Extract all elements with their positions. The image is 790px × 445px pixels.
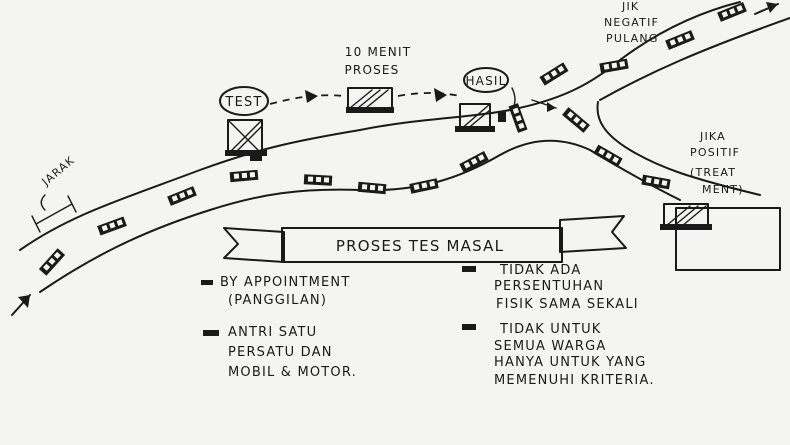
legend-criteria-line1: TIDAK UNTUK: [499, 322, 602, 337]
legend-criteria-line3: HANYA UNTUK YANG: [494, 355, 647, 370]
legend-appointment-line2: (PANGGILAN): [228, 293, 327, 308]
test-station: TEST: [219, 86, 269, 161]
legend-item-appointment: BY APPOINTMENT (PANGGILAN): [201, 275, 350, 308]
vehicle: [593, 144, 623, 168]
legend-queue-line1: ANTRI SATU: [228, 325, 317, 340]
vehicle: [229, 169, 259, 183]
legend-criteria-line2: SEMUA WARGA: [494, 339, 606, 354]
vehicle: [599, 58, 629, 74]
legend-no-contact-line1: TIDAK ADA: [499, 263, 581, 278]
legend-appointment-line1: BY APPOINTMENT: [220, 275, 350, 290]
vehicle: [303, 174, 333, 186]
legend-item-queue: ANTRI SATU PERSATU DAN MOBIL & MOTOR.: [203, 325, 357, 380]
label-jarak: JARAK: [39, 154, 78, 189]
label-positif-line1: JIKA: [699, 130, 726, 143]
vehicle: [459, 151, 489, 173]
label-test: TEST: [224, 95, 262, 110]
vehicle: [38, 248, 66, 276]
legend: BY APPOINTMENT (PANGGILAN) ANTRI SATU PE…: [201, 263, 655, 388]
label-hasil: HASIL: [465, 74, 506, 88]
result-station: HASIL: [455, 67, 557, 132]
banner-title: PROSES TES MASAL: [336, 237, 504, 255]
vehicle: [97, 216, 127, 236]
vehicle: [665, 30, 695, 50]
label-negatif-line3: PULANG: [606, 32, 659, 45]
process-flow: [269, 88, 461, 105]
label-menit-line2: PROSES: [344, 63, 399, 77]
vehicle: [539, 62, 569, 86]
label-positif-line2: POSITIF: [690, 146, 740, 159]
vehicle: [409, 178, 439, 194]
label-positif-line4: MENT): [702, 183, 744, 196]
label-negatif-line1: JIK: [621, 0, 639, 13]
vehicle-queue: [38, 2, 747, 276]
vehicle: [167, 186, 197, 206]
legend-queue-line3: MOBIL & MOTOR.: [228, 365, 357, 380]
legend-item-criteria: TIDAK UNTUK SEMUA WARGA HANYA UNTUK YANG…: [462, 322, 655, 388]
label-negatif-line2: NEGATIF: [604, 16, 659, 29]
vehicle: [508, 103, 528, 133]
legend-queue-line2: PERSATU DAN: [228, 345, 333, 360]
label-menit-line1: 10 MENIT: [345, 45, 411, 59]
exit-arrow-icon: [754, 2, 779, 15]
vehicle: [717, 2, 747, 22]
legend-criteria-line4: MEMENUHI KRITERIA.: [494, 373, 655, 388]
process-lab: 10 MENIT PROSES: [344, 45, 411, 113]
positive-route: JIKA POSITIF (TREAT MENT): [660, 130, 781, 271]
legend-no-contact-line3: FISIK SAMA SEKALI: [496, 297, 639, 312]
vehicle: [562, 107, 590, 133]
legend-item-no-contact: TIDAK ADA PERSENTUHAN FISIK SAMA SEKALI: [462, 263, 639, 312]
road: [19, 1, 790, 293]
vehicle: [641, 174, 671, 190]
vehicle: [357, 181, 387, 195]
negative-route-label: JIK NEGATIF PULANG: [604, 0, 659, 45]
entry-arrow-icon: [11, 294, 31, 316]
label-positif-line3: (TREAT: [690, 166, 736, 179]
title-banner: PROSES TES MASAL: [223, 215, 627, 263]
legend-no-contact-line2: PERSENTUHAN: [494, 279, 604, 294]
